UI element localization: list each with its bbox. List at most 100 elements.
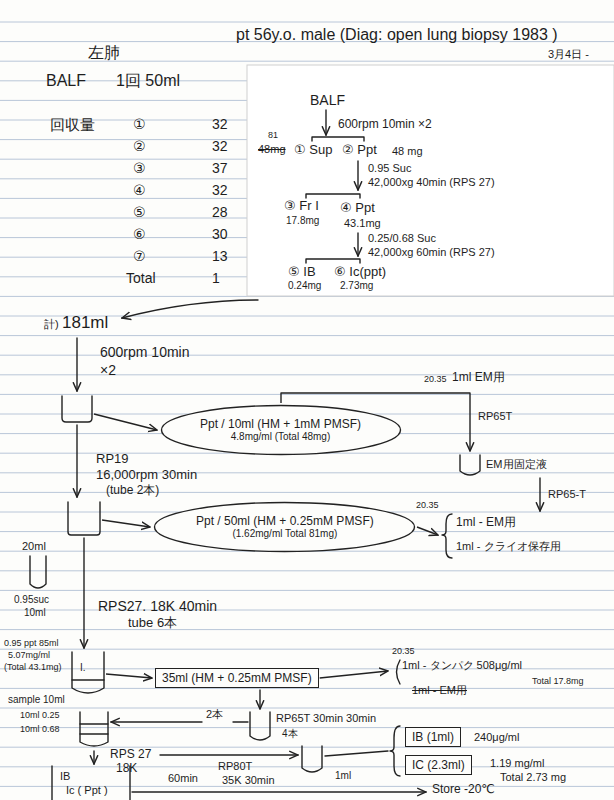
note-text: 13 (212, 248, 228, 264)
note-text: 32 (212, 116, 228, 132)
ruled-line (0, 727, 614, 728)
node-text: (1.62mg/ml Total 81mg) (196, 528, 374, 540)
flow-arrow (325, 110, 326, 135)
sample-oval: Ppt / 50ml (HM + 0.25mM PMSF)(1.62mg/ml … (153, 501, 416, 553)
note-text: (tube 2本) (106, 484, 159, 498)
note-text: 5.07mg/ml (8, 650, 50, 660)
note-text: 20.35 (416, 500, 439, 510)
note-text: (Total 43.1mg) (4, 662, 62, 672)
note-text: ① (133, 116, 146, 132)
note-text: 1ml - EM用 (456, 516, 516, 530)
node-text: IB (1ml) (412, 730, 454, 744)
note-text: 10ml 0.25 (20, 710, 60, 720)
note-text: 1.19 mg/ml (490, 757, 544, 770)
ruled-line (0, 394, 614, 395)
ruled-lines (0, 22, 614, 786)
oval-outline (162, 406, 401, 455)
note-text: 32 (212, 182, 228, 198)
ruled-line (0, 570, 614, 571)
note-text: 60min (168, 772, 198, 785)
note-text: RP80T (218, 760, 252, 773)
flow-line (233, 721, 248, 722)
result-box: IB (1ml) (405, 727, 461, 747)
brace (442, 514, 452, 558)
note-text: RP65T (478, 410, 512, 423)
note-text: 0.24mg (288, 280, 321, 292)
note-text: ⑦ (133, 248, 146, 264)
note-text: RPS27. 18K 40min (98, 598, 217, 614)
note-text: IB (60, 770, 70, 783)
tube (80, 712, 108, 746)
note-text: ① Sup (294, 143, 332, 158)
flow-arrow (357, 233, 358, 256)
note-text: 20ml (22, 540, 46, 553)
note-text: 1ml (335, 770, 351, 782)
flow-arrow (122, 300, 258, 318)
node-text: 4.8mg/ml (Total 48mg) (200, 431, 361, 443)
ruled-line (0, 610, 614, 611)
note-text: 10ml 0.68 (20, 724, 60, 734)
flow-arrow (320, 671, 388, 678)
note-text: tube 6本 (128, 616, 177, 631)
note-text: ④ Ppt (340, 201, 375, 216)
note-text: 43.1mg (344, 217, 381, 230)
flow-arrow (417, 527, 438, 535)
node-label: Ppt / 50ml (HM + 0.25mM PMSF)(1.62mg/ml … (196, 514, 374, 540)
tube (250, 712, 270, 740)
ruled-line (0, 374, 614, 375)
note-text: 600rpm 10min (100, 344, 190, 360)
tube (72, 652, 104, 693)
note-text: pt 56y.o. male (Diag: open lung biopsy 1… (236, 26, 558, 44)
note-text: RP65T 30min 30min (276, 712, 376, 725)
flow-arrow (76, 338, 77, 391)
flow-arrow (259, 689, 260, 709)
note-text: 1ml - タンパク 508μg/ml (402, 659, 522, 672)
note-text: BALF (46, 72, 86, 90)
node-label: Ppt / 10ml (HM + 1mM PMSF)4.8mg/ml (Tota… (200, 417, 361, 443)
note-text: RP19 (96, 452, 129, 467)
flow-arrow (111, 721, 202, 722)
ruled-line (0, 22, 614, 23)
note-text: 600rpm 10min ×2 (338, 118, 432, 132)
flow-arrow (102, 520, 150, 527)
brace (390, 726, 400, 776)
note-text: 0.95 ppt 85ml (4, 638, 59, 648)
note-text: 0.95 Suc (368, 162, 411, 175)
node-label: IC (2.3ml) (412, 758, 465, 772)
flow-arrow (93, 751, 94, 764)
flow-arrow (76, 425, 77, 497)
ruled-line (0, 355, 614, 356)
note-text: 1ml - EM用 (412, 684, 467, 697)
ruled-line (0, 708, 614, 709)
node-label: 35ml (HM + 0.25mM PMSF) (162, 671, 312, 685)
note-text: 1ml - クライオ保存用 (456, 540, 561, 553)
note-text: 240μg/ml (474, 731, 519, 744)
note-text: Store -20℃ (432, 783, 495, 797)
note-text: ⑥ (133, 226, 146, 242)
note-text: 20.35 (424, 374, 447, 384)
note-text: 30 (212, 226, 228, 242)
note-text: 計) (44, 318, 59, 331)
note-text: 20.35 (392, 646, 415, 656)
node-text: IC (2.3ml) (412, 758, 465, 772)
tube-layer (72, 679, 104, 680)
tube-layer (80, 724, 108, 734)
note-text: EM用固定液 (486, 458, 547, 471)
result-box: 35ml (HM + 0.25mM PMSF) (155, 668, 319, 688)
ruled-line (0, 629, 614, 630)
ruled-line (0, 335, 614, 336)
note-text: 1 (212, 270, 220, 286)
result-box: IC (2.3ml) (405, 755, 472, 775)
note-text: ⑤ (133, 204, 146, 220)
note-text: 42,000xg 40min (RPS 27) (368, 176, 495, 189)
note-text: 回収量 (50, 116, 95, 133)
flow-arrow (106, 674, 152, 678)
pasted-sheet (247, 65, 614, 296)
tube (62, 396, 92, 422)
note-text: 181ml (62, 313, 108, 333)
note-text: 32 (212, 138, 228, 154)
split-line (306, 259, 360, 263)
note-text: 18K (116, 762, 137, 776)
ruled-line (0, 492, 614, 493)
tube (302, 746, 322, 772)
